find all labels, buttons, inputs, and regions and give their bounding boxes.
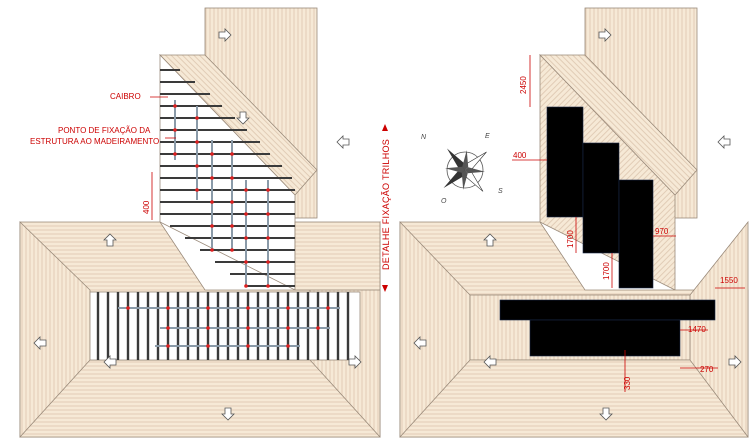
compass-west-label: O [441, 198, 447, 205]
detail-title: DETALHE FIXAÇÃO TRILHOS [381, 139, 391, 270]
arrow-down-icon [382, 285, 388, 292]
dim-rail-span-b: 1700 [602, 262, 611, 280]
solar-panel [529, 319, 681, 357]
rafters-lower [96, 292, 350, 360]
solar-panel [546, 106, 584, 218]
slope-arrow-icon [336, 135, 350, 149]
solar-panel [618, 179, 654, 289]
rails-lower [118, 307, 340, 347]
solar-panels-lower [499, 299, 716, 357]
dim-bottom-offset: 330 [623, 376, 632, 390]
solar-panel [499, 299, 716, 321]
compass-south-label: S [498, 188, 503, 195]
right-plan: N E S O 2450 400 1700 1700 970 15 [399, 7, 749, 438]
dim-gap-right: 970 [655, 227, 669, 236]
dimension-lines [512, 55, 745, 392]
left-plan: CAIBRO PONTO DE FIXAÇÃO DA ESTRUTURA AO … [19, 7, 381, 438]
dim-right-edge: 1550 [720, 276, 738, 285]
slope-arrow-icon [717, 135, 731, 149]
solar-panels-upper [546, 106, 654, 289]
fix-point-label-line2: ESTRUTURA AO MADEIRAMENTO [30, 137, 159, 146]
rails-upper [174, 100, 269, 285]
roof-right-bottom [399, 359, 749, 438]
compass-rose: N E S O [421, 133, 503, 205]
dim-top-offset: 2450 [519, 76, 528, 94]
rafters-upper [160, 69, 295, 287]
dim-left-offset: 400 [513, 151, 527, 160]
dim-left-spacing: 400 [142, 200, 151, 214]
dim-bottom-right: 270 [700, 365, 714, 374]
rafter-zone-lower [89, 291, 361, 361]
compass-north-label: N [421, 134, 427, 141]
fix-points-lower [126, 306, 330, 348]
compass-east-label: E [485, 133, 490, 140]
fix-points-upper [173, 104, 270, 288]
arrow-up-icon [382, 124, 388, 131]
dim-lower-offset: 1470 [688, 325, 706, 334]
section-title: DETALHE FIXAÇÃO TRILHOS [381, 124, 391, 292]
dim-rail-span-a: 1700 [566, 230, 575, 248]
fix-point-label-line1: PONTO DE FIXAÇÃO DA [58, 126, 151, 135]
roof-upper-right [294, 221, 381, 291]
solar-panel [582, 142, 620, 254]
caibro-label: CAIBRO [110, 92, 141, 101]
